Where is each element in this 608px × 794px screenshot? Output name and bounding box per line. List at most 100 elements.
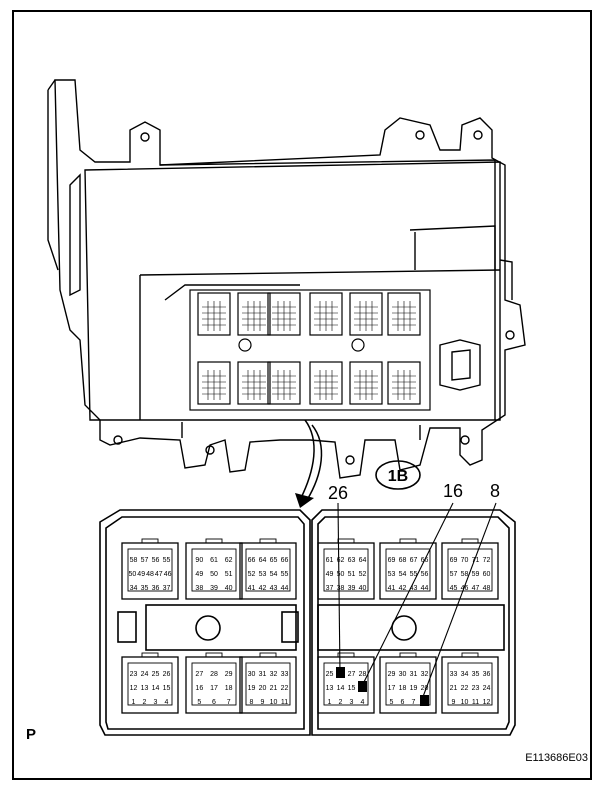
pin-number: 17: [210, 685, 218, 692]
pin-number: 57: [141, 557, 149, 564]
pin-number: 4: [361, 699, 365, 706]
pin-number: 52: [359, 571, 367, 578]
pin-number: 16: [359, 685, 367, 692]
pin-area: [447, 662, 493, 706]
pin-number: 47: [155, 571, 163, 578]
pin-number: 59: [472, 571, 480, 578]
pin-number: 68: [399, 557, 407, 564]
pin-number: 8: [250, 699, 254, 706]
pin-number: 27: [195, 671, 203, 678]
pin-number: 9: [261, 699, 265, 706]
pin-number: 29: [388, 671, 396, 678]
pin-number: 62: [225, 557, 233, 564]
block-latch: [461, 538, 479, 544]
pin-number: 52: [248, 571, 256, 578]
pin-number: 57: [450, 571, 458, 578]
block-latch: [399, 652, 417, 658]
pin-number: 14: [152, 685, 160, 692]
pin-number: 11: [472, 699, 479, 706]
pin-number: 55: [281, 571, 289, 578]
enlarged-connector-outline: [99, 509, 516, 736]
upper-cavity: [237, 292, 271, 336]
pin-number: 18: [225, 685, 233, 692]
pin-number: 22: [281, 685, 289, 692]
pin-number: 61: [210, 557, 218, 564]
pin-number: 70: [461, 557, 469, 564]
pin-number: 31: [410, 671, 418, 678]
pin-area: [191, 662, 237, 706]
pin-number: 22: [461, 685, 469, 692]
pin-number: 66: [281, 557, 289, 564]
pin-number: 50: [129, 571, 137, 578]
callout-16-label: 16: [443, 481, 463, 501]
view-indicator-label: P: [26, 726, 37, 743]
pin-number: 7: [227, 699, 231, 706]
upper-cavity: [349, 292, 383, 336]
pin-number: 20: [421, 685, 429, 692]
pin-number: 25: [326, 671, 334, 678]
pin-number: 43: [270, 585, 278, 592]
pin-number: 49: [195, 571, 203, 578]
pin-number: 27: [348, 671, 356, 678]
pin-number: 61: [326, 557, 334, 564]
pin-number: 4: [165, 699, 169, 706]
pin-number: 20: [259, 685, 267, 692]
pin-number: 58: [461, 571, 469, 578]
pin-number: 14: [337, 685, 345, 692]
pin-area: [385, 662, 431, 706]
pin-number: 90: [195, 557, 203, 564]
pin-number: 13: [141, 685, 149, 692]
pin-number: 5: [390, 699, 394, 706]
highlighted-pin-16: [358, 681, 367, 692]
pin-number: 16: [195, 685, 203, 692]
connector-id-badge: 1B: [375, 460, 421, 490]
pin-area: [127, 662, 173, 706]
view-arrow: [295, 419, 323, 508]
pin-number: 48: [483, 585, 491, 592]
pin-area: [323, 662, 369, 706]
pin-number: 53: [388, 571, 396, 578]
pin-number: 41: [388, 585, 396, 592]
pin-number: 19: [248, 685, 256, 692]
pin-number: 55: [163, 557, 171, 564]
pin-number: 25: [152, 671, 160, 678]
diagram-frame: [12, 10, 592, 780]
pin-number: 6: [212, 699, 216, 706]
block-latch: [205, 652, 223, 658]
pin-number: 46: [164, 571, 172, 578]
block-latch: [259, 652, 277, 658]
pin-number: 45: [450, 585, 458, 592]
pin-number: 30: [248, 671, 256, 678]
pin-number: 44: [421, 585, 429, 592]
pin-area: [385, 548, 431, 592]
pin-number: 38: [195, 585, 203, 592]
pin-number: 7: [412, 699, 416, 706]
upper-cavity: [197, 361, 231, 405]
pin-number: 34: [130, 585, 138, 592]
pin-area: [245, 548, 291, 592]
pin-number: 29: [225, 671, 233, 678]
pin-number: 37: [163, 585, 171, 592]
pin-number: 48: [146, 571, 154, 578]
pin-number: 19: [410, 685, 418, 692]
pin-number: 12: [130, 685, 138, 692]
junction-block-housing: [47, 79, 526, 479]
pin-number: 56: [152, 557, 160, 564]
upper-cavity: [387, 292, 421, 336]
block-latch: [141, 538, 159, 544]
upper-cavity: [267, 361, 301, 405]
upper-cavity: [267, 292, 301, 336]
upper-cavity: [349, 361, 383, 405]
pin-number: 21: [450, 685, 458, 692]
pin-number: 49: [326, 571, 334, 578]
highlighted-pin-8: [420, 695, 429, 706]
pin-number: 40: [359, 585, 367, 592]
pin-number: 38: [337, 585, 345, 592]
pin-number: 63: [348, 557, 356, 564]
pin-number: 34: [461, 671, 469, 678]
pin-number: 43: [410, 585, 418, 592]
pin-number: 15: [163, 685, 171, 692]
pin-number: 1: [328, 699, 332, 706]
upper-cavity: [237, 361, 271, 405]
